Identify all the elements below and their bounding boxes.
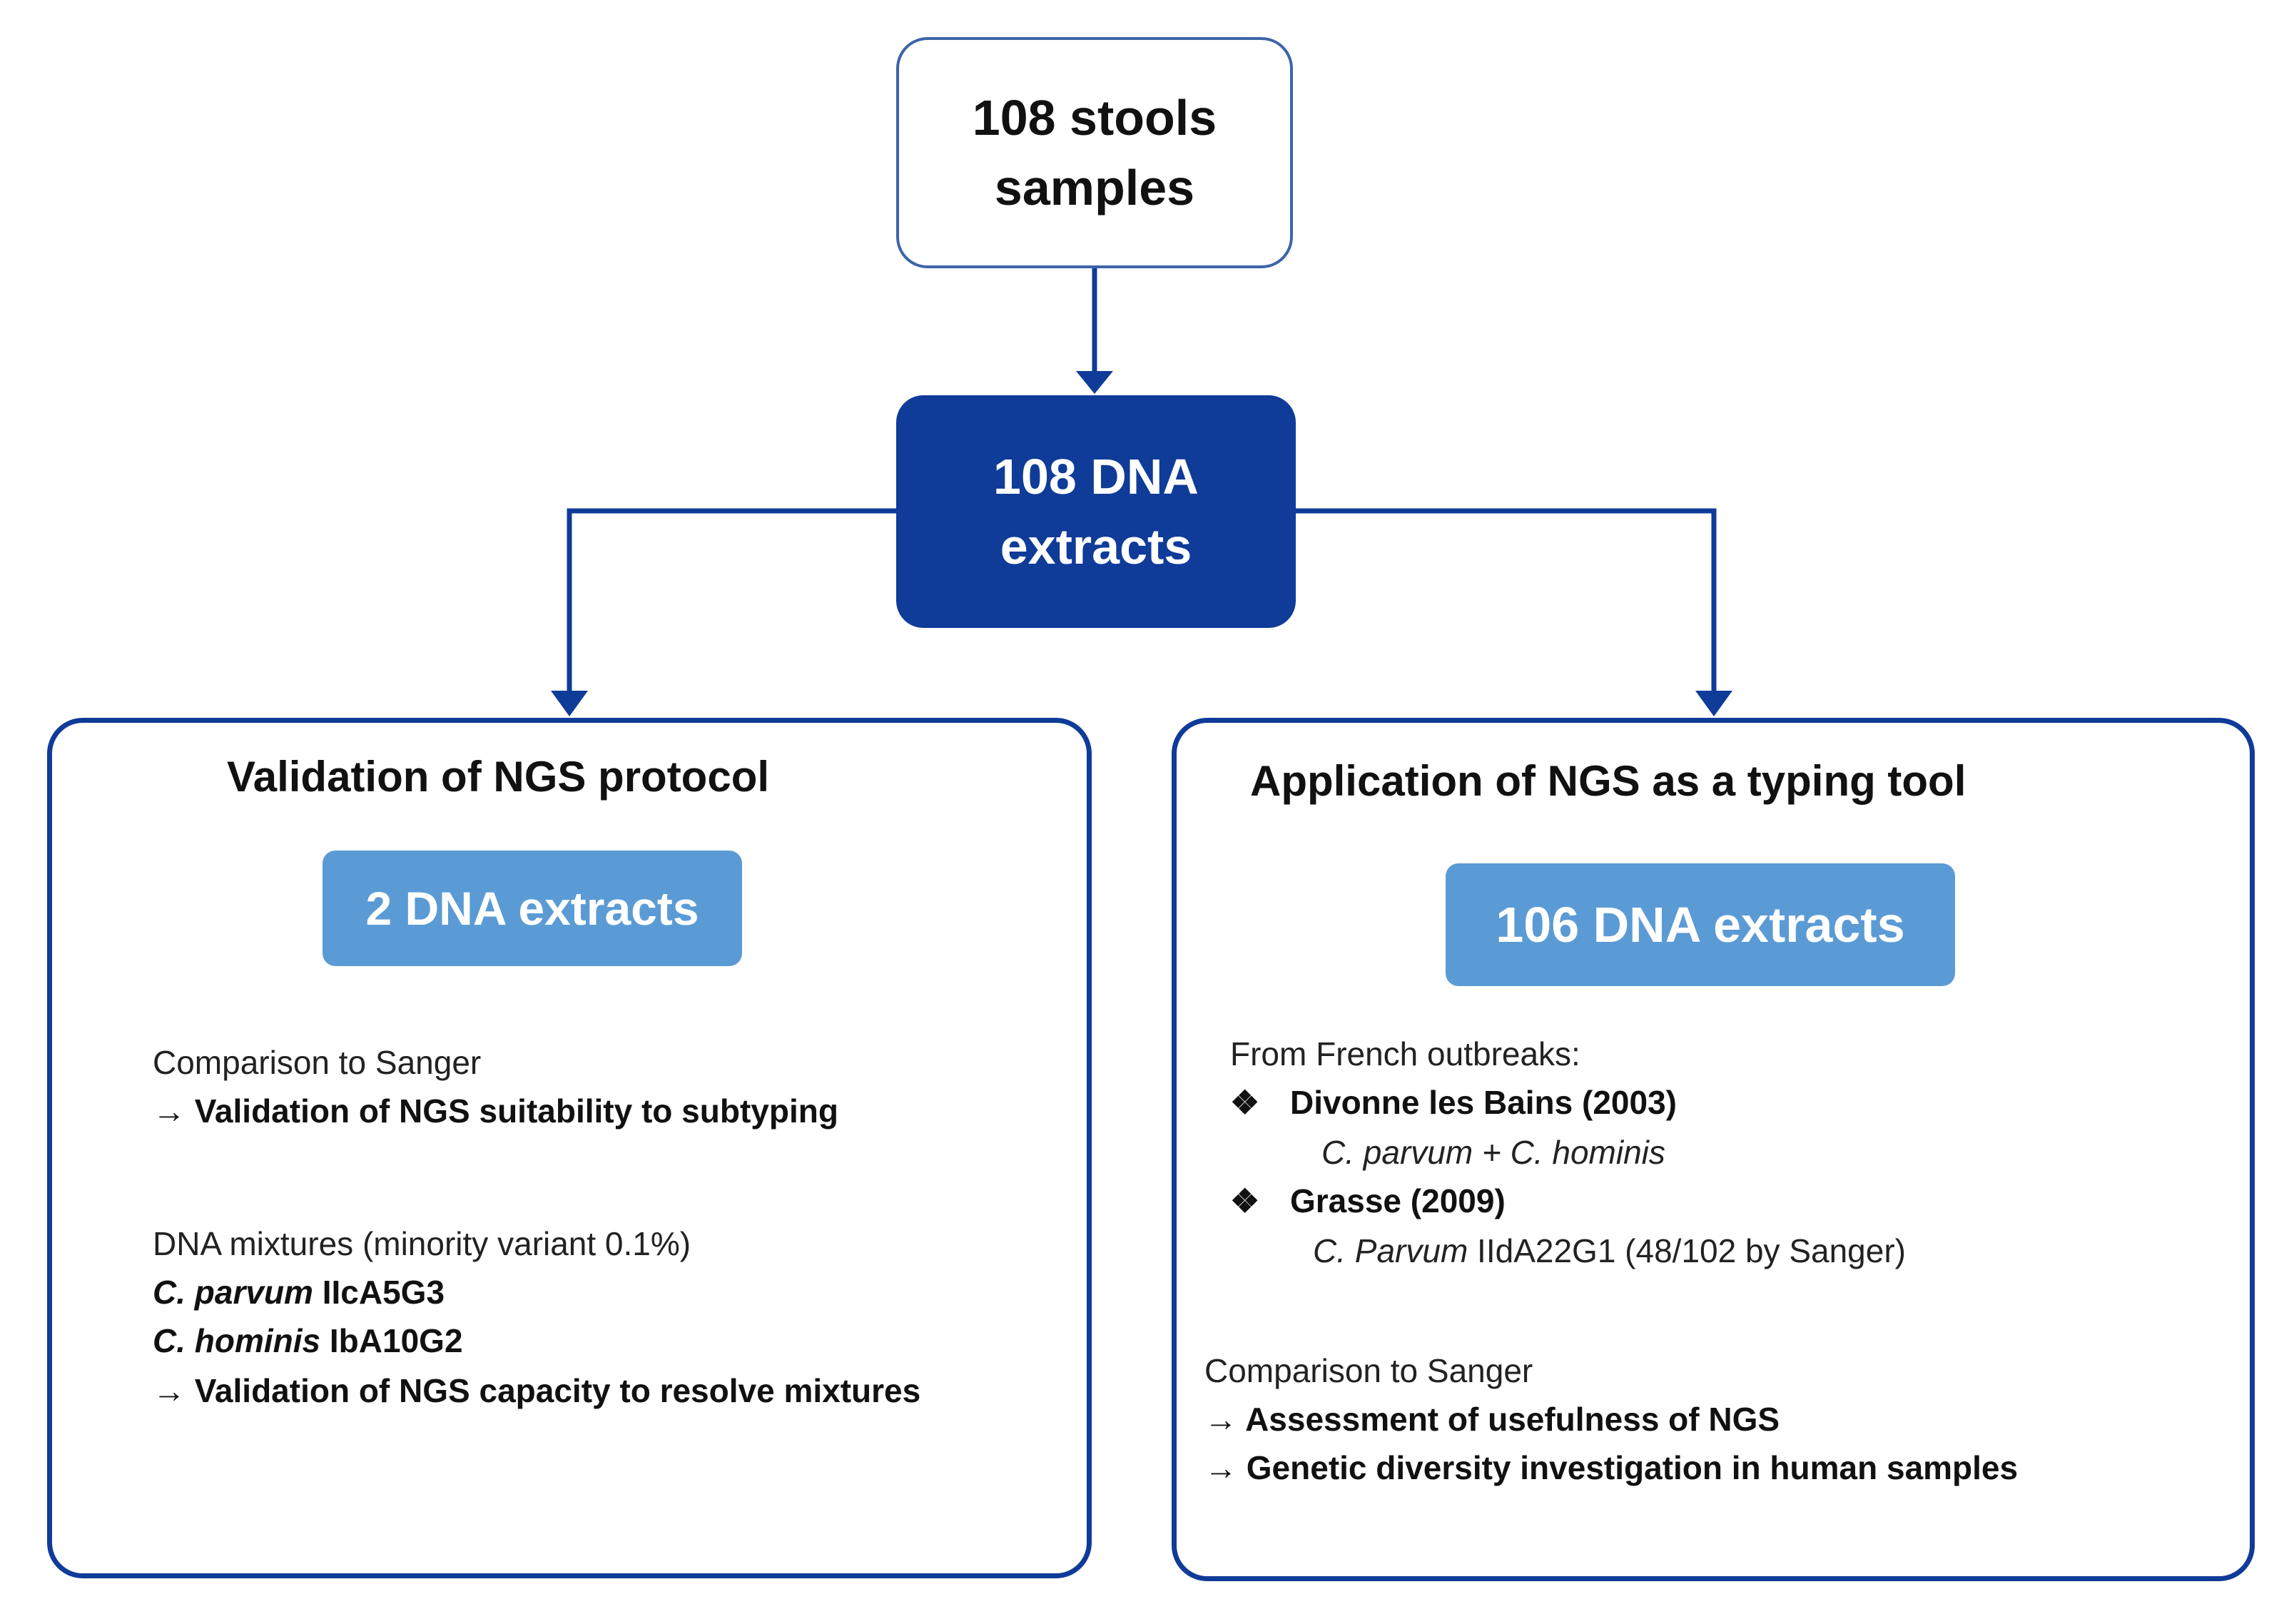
species2-name: C. hominis xyxy=(153,1322,321,1359)
dna-extracts-line1: 108 DNA xyxy=(993,449,1199,504)
arrowhead-middle xyxy=(1076,371,1113,394)
dna-extracts-box: 108 DNA extracts xyxy=(896,395,1296,628)
right-result2: → Genetic diversity investigation in hum… xyxy=(1204,1448,2018,1487)
outbreak1-line: ❖ Divonne les Bains (2003) xyxy=(1230,1083,1677,1122)
left-comparison-label: Comparison to Sanger xyxy=(153,1044,482,1081)
diamond-bullet-icon: ❖ xyxy=(1230,1182,1260,1219)
dna-extracts-line2: extracts xyxy=(1000,519,1192,574)
outbreaks-label: From French outbreaks: xyxy=(1230,1035,1580,1072)
right-dna-extracts-pill: 106 DNA extracts xyxy=(1446,863,1955,986)
species2-type: IbA10G2 xyxy=(320,1322,463,1359)
outbreak2-species: C. Parvum xyxy=(1313,1232,1468,1269)
mixtures-label: DNA mixtures (minority variant 0.1%) xyxy=(153,1225,691,1262)
species1-type: IIcA5G3 xyxy=(313,1274,445,1311)
outbreak2-detail: IIdA22G1 (48/102 by Sanger) xyxy=(1468,1232,1906,1269)
right-result2-text: Genetic diversity investigation in human… xyxy=(1246,1449,2019,1486)
arrowhead-left xyxy=(551,691,588,716)
species2-line: C. hominis IbA10G2 xyxy=(153,1321,463,1360)
arrow-icon: → xyxy=(1204,1449,1237,1486)
right-result1: → Assessment of usefulness of NGS xyxy=(1204,1400,1780,1438)
arrow-middle-to-right xyxy=(1296,508,1717,691)
right-comparison-label: Comparison to Sanger xyxy=(1204,1352,1533,1389)
validation-title: Validation of NGS protocol xyxy=(227,753,770,801)
arrow-icon: → xyxy=(153,1092,186,1130)
stool-samples-line1: 108 stools xyxy=(972,90,1217,146)
right-result1-text: Assessment of usefulness of NGS xyxy=(1245,1401,1780,1438)
mixtures-result-text: Validation of NGS capacity to resolve mi… xyxy=(194,1372,921,1409)
left-comparison-result-text: Validation of NGS suitability to subtypi… xyxy=(194,1092,838,1130)
outbreak2-detail-line: C. Parvum IIdA22G1 (48/102 by Sanger) xyxy=(1313,1232,1906,1270)
application-title: Application of NGS as a typing tool xyxy=(1250,757,1966,805)
outbreak1-text: Divonne les Bains (2003) xyxy=(1290,1084,1677,1121)
species1-line: C. parvum IIcA5G3 xyxy=(153,1273,445,1311)
diamond-bullet-icon: ❖ xyxy=(1230,1084,1260,1121)
arrow-middle-to-left xyxy=(567,508,896,691)
species1-name: C. parvum xyxy=(153,1274,313,1311)
outbreak2-line: ❖ Grasse (2009) xyxy=(1230,1182,1506,1220)
arrow-icon: → xyxy=(1204,1401,1237,1438)
application-panel xyxy=(1172,718,2255,1581)
left-comparison-result: → Validation of NGS suitability to subty… xyxy=(153,1092,838,1130)
mixtures-result: → Validation of NGS capacity to resolve … xyxy=(153,1371,920,1410)
arrow-icon: → xyxy=(153,1372,186,1409)
validation-panel xyxy=(47,718,1092,1578)
outbreak1-detail: C. parvum + C. hominis xyxy=(1321,1134,1665,1171)
stool-samples-line2: samples xyxy=(994,160,1195,215)
stool-samples-box: 108 stools samples xyxy=(896,37,1293,268)
outbreak2-text: Grasse (2009) xyxy=(1290,1182,1506,1219)
left-dna-extracts-pill: 2 DNA extracts xyxy=(323,851,742,966)
arrowhead-right xyxy=(1695,691,1732,716)
